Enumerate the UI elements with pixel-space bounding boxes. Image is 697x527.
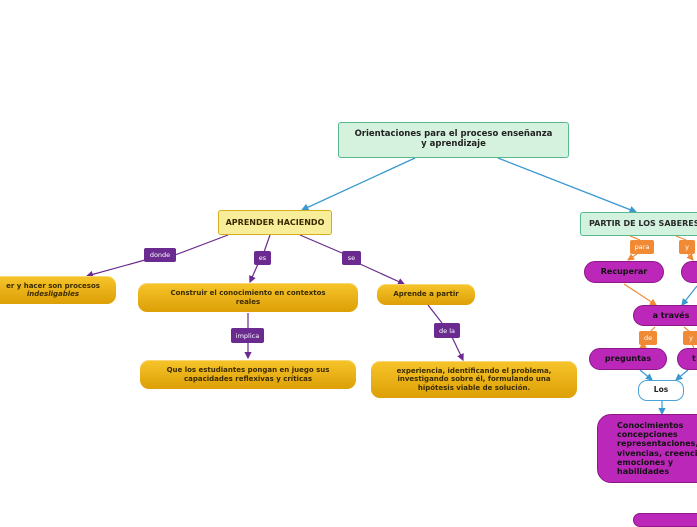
link-label-se: se <box>342 251 361 265</box>
a-traves-text: a través <box>652 310 690 320</box>
link-root-saberes <box>497 157 638 214</box>
link-donde-saber <box>85 259 146 278</box>
partir-saberes-text: PARTIR DE LOS SABERES P <box>589 219 697 229</box>
a-traves-node[interactable]: a través <box>633 305 697 326</box>
partir-saberes-node[interactable]: PARTIR DE LOS SABERES P <box>580 212 697 236</box>
link-t-los <box>675 369 689 381</box>
link-aprender-se <box>299 234 343 254</box>
link-y-right <box>686 253 694 261</box>
link-label-y2: y <box>683 331 697 345</box>
link-label-y1: y <box>679 240 695 254</box>
link-root-aprender <box>300 157 416 211</box>
experiencia-text: experiencia, identificando el problema, … <box>396 367 552 392</box>
experiencia-node[interactable]: experiencia, identificando el problema, … <box>371 361 577 398</box>
t-text: t <box>692 354 696 364</box>
root-node[interactable]: Orientaciones para el proceso enseñanza … <box>338 122 569 158</box>
aprender-haciendo-node[interactable]: APRENDER HACIENDO <box>218 210 332 235</box>
link-saberes-para <box>629 235 641 241</box>
link-aprender-es <box>263 234 271 253</box>
link-label-para: para <box>630 240 654 254</box>
los-text: Los <box>653 385 669 395</box>
estudiantes-text: Que los estudiantes pongan en juego sus … <box>166 366 330 383</box>
link-es-construir <box>249 263 259 284</box>
right-cut-node[interactable] <box>681 261 697 283</box>
estudiantes-node[interactable]: Que los estudiantes pongan en juego sus … <box>140 360 356 389</box>
recuperar-text: Recuperar <box>600 267 648 277</box>
link-label-de-la: de la <box>434 323 460 338</box>
link-label-implica: implica <box>231 328 264 343</box>
recuperar-node[interactable]: Recuperar <box>584 261 664 283</box>
link-label-donde: donde <box>144 248 176 262</box>
link-label-de: de <box>639 331 657 345</box>
link-recuperar-atraves <box>623 283 658 306</box>
link-para-recuperar <box>627 253 638 261</box>
link-saberes-y <box>675 235 687 241</box>
saber-hacer-line2: indesligables <box>26 290 80 298</box>
preguntas-text: preguntas <box>604 354 652 364</box>
conocimientos-node[interactable]: Conocimientos concepciones representacio… <box>597 414 697 483</box>
aprende-node[interactable]: Aprende a partir <box>377 284 475 305</box>
construir-node[interactable]: Construir el conocimiento en contextos r… <box>138 283 358 312</box>
root-text: Orientaciones para el proceso enseñanza … <box>354 129 553 149</box>
link-dela-experiencia <box>451 336 464 362</box>
construir-text: Construir el conocimiento en contextos r… <box>170 289 326 306</box>
link-aprende-dela <box>427 304 443 324</box>
bottom-cut-node[interactable] <box>633 513 697 527</box>
aprender-haciendo-text: APRENDER HACIENDO <box>225 217 325 227</box>
t-node[interactable]: t <box>677 348 697 370</box>
saber-hacer-node[interactable]: er y hacer son procesos indesligables <box>0 276 116 304</box>
link-right-atraves <box>681 285 697 306</box>
link-aprender-donde <box>174 234 229 256</box>
link-se-aprende <box>359 263 406 285</box>
link-preguntas-los <box>639 369 653 381</box>
conocimientos-text: Conocimientos concepciones representacio… <box>617 420 697 476</box>
preguntas-node[interactable]: preguntas <box>589 348 667 370</box>
link-label-es: es <box>254 251 271 265</box>
los-node[interactable]: Los <box>638 380 684 401</box>
saber-hacer-line1: er y hacer son procesos <box>6 281 100 290</box>
aprende-text: Aprende a partir <box>393 290 459 299</box>
